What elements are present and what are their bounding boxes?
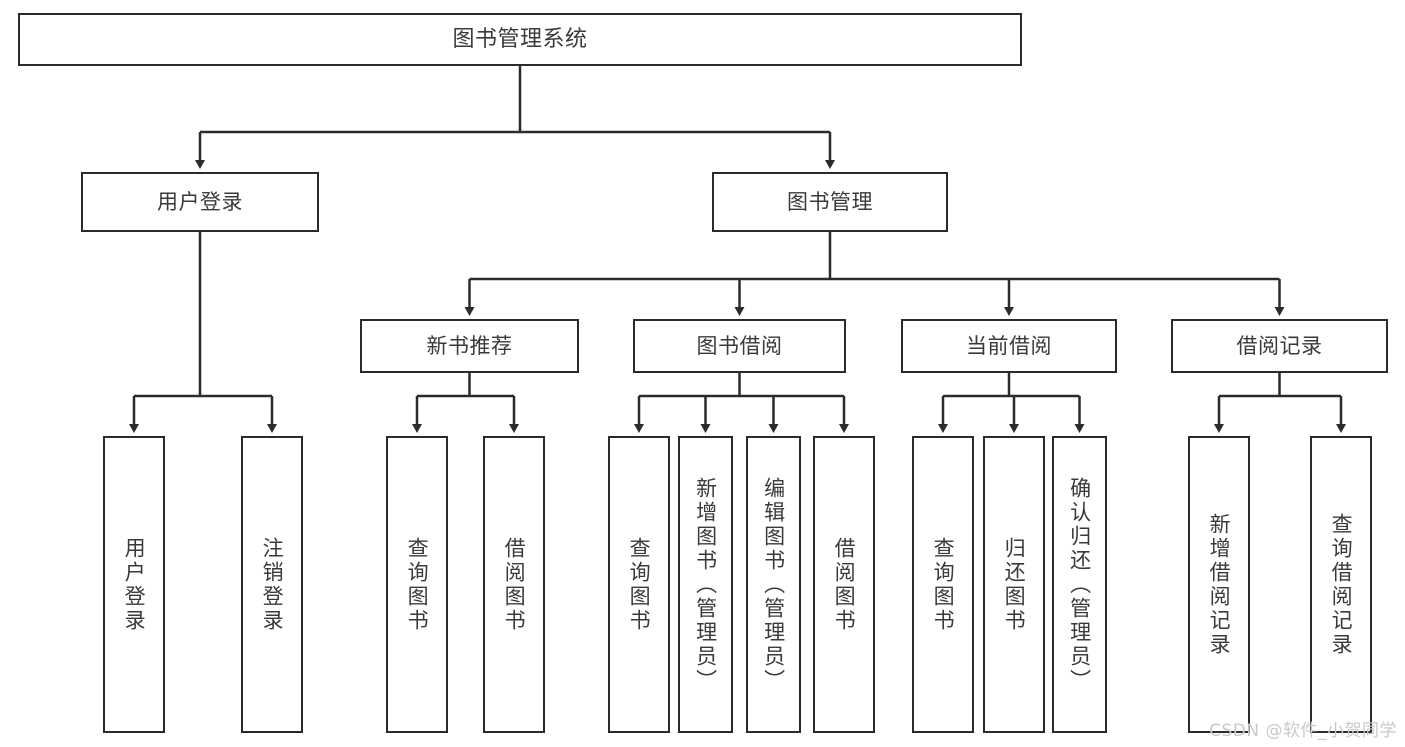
leaf-query-book-1-label: 查询图书 bbox=[405, 536, 430, 633]
leaf-user-login-label: 用户登录 bbox=[122, 536, 147, 633]
leaf-query-book-3-label: 查询图书 bbox=[931, 536, 956, 633]
node-current-borrow[interactable]: 当前借阅 bbox=[901, 319, 1117, 373]
leaf-confirm-return-label: 确认归还（管理员） bbox=[1067, 476, 1092, 693]
leaf-edit-book[interactable]: 编辑图书（管理员） bbox=[746, 436, 801, 733]
leaf-add-book-label: 新增图书（管理员） bbox=[693, 476, 718, 693]
node-borrow-record-label: 借阅记录 bbox=[1236, 333, 1323, 358]
leaf-add-book[interactable]: 新增图书（管理员） bbox=[678, 436, 733, 733]
leaf-borrow-book-2[interactable]: 借阅图书 bbox=[813, 436, 875, 733]
leaf-logout[interactable]: 注销登录 bbox=[241, 436, 303, 733]
leaf-confirm-return[interactable]: 确认归还（管理员） bbox=[1052, 436, 1107, 733]
leaf-edit-book-label: 编辑图书（管理员） bbox=[761, 476, 786, 693]
leaf-borrow-book-1-label: 借阅图书 bbox=[502, 536, 527, 633]
node-user-login[interactable]: 用户登录 bbox=[81, 172, 319, 232]
leaf-add-borrow-record[interactable]: 新增借阅记录 bbox=[1188, 436, 1250, 733]
leaf-query-borrow-record-label: 查询借阅记录 bbox=[1329, 512, 1354, 657]
leaf-query-book-1[interactable]: 查询图书 bbox=[386, 436, 448, 733]
leaf-query-book-3[interactable]: 查询图书 bbox=[912, 436, 974, 733]
leaf-logout-label: 注销登录 bbox=[260, 536, 285, 633]
leaf-user-login[interactable]: 用户登录 bbox=[103, 436, 165, 733]
node-book-borrow[interactable]: 图书借阅 bbox=[633, 319, 846, 373]
node-borrow-record[interactable]: 借阅记录 bbox=[1171, 319, 1388, 373]
leaf-query-book-2[interactable]: 查询图书 bbox=[608, 436, 670, 733]
leaf-return-book[interactable]: 归还图书 bbox=[983, 436, 1045, 733]
node-user-login-label: 用户登录 bbox=[157, 189, 243, 214]
node-book-borrow-label: 图书借阅 bbox=[696, 333, 783, 358]
leaf-borrow-book-1[interactable]: 借阅图书 bbox=[483, 436, 545, 733]
node-book-manage-label: 图书管理 bbox=[787, 189, 873, 214]
node-new-book-recommend-label: 新书推荐 bbox=[426, 333, 513, 358]
leaf-query-book-2-label: 查询图书 bbox=[627, 536, 652, 633]
node-root-label: 图书管理系统 bbox=[452, 26, 588, 52]
leaf-borrow-book-2-label: 借阅图书 bbox=[832, 536, 857, 633]
leaf-query-borrow-record[interactable]: 查询借阅记录 bbox=[1310, 436, 1372, 733]
leaf-add-borrow-record-label: 新增借阅记录 bbox=[1207, 512, 1232, 657]
leaf-return-book-label: 归还图书 bbox=[1002, 536, 1027, 633]
node-new-book-recommend[interactable]: 新书推荐 bbox=[360, 319, 579, 373]
node-current-borrow-label: 当前借阅 bbox=[966, 333, 1052, 358]
node-book-manage[interactable]: 图书管理 bbox=[712, 172, 948, 232]
node-root[interactable]: 图书管理系统 bbox=[18, 13, 1022, 66]
